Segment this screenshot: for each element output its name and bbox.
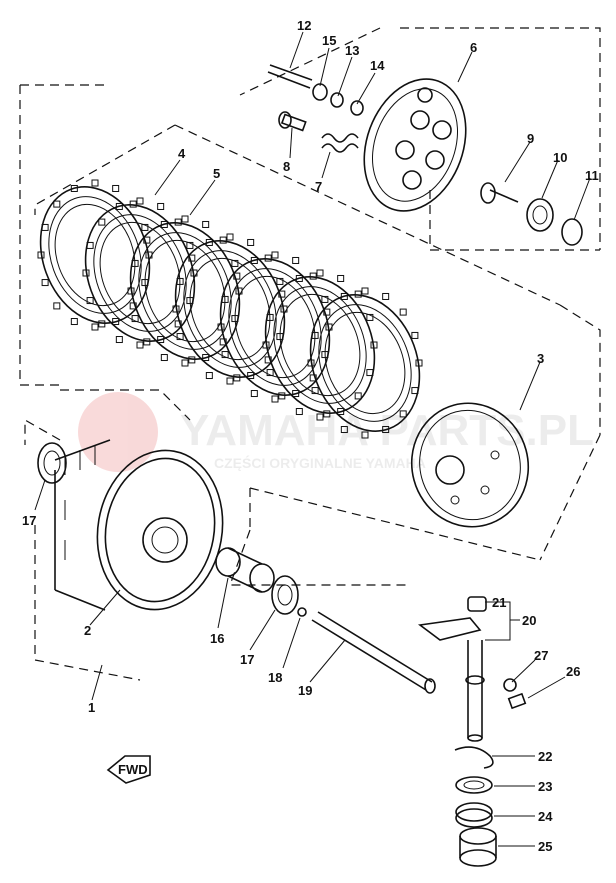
callout-22: 22 [538, 749, 552, 764]
spring-bolts-hardware [267, 64, 364, 153]
clutch-plate-stack [37, 179, 423, 439]
callout-9: 9 [527, 131, 534, 146]
friction-plate [307, 287, 423, 439]
bolt-washer [503, 678, 527, 710]
friction-plate [127, 215, 243, 367]
fwd-arrow: FWD [106, 755, 151, 784]
release-bearing-set [480, 182, 583, 246]
clutch-boss [410, 402, 530, 528]
watermark-main-text: YAMAHA PARTS.PL [180, 406, 594, 455]
push-rod [311, 611, 436, 694]
callout-1: 1 [88, 700, 95, 715]
thrust-washer-left [37, 442, 67, 484]
callout-26: 26 [566, 664, 580, 679]
callout-16: 16 [210, 631, 224, 646]
fwd-label: FWD [118, 762, 148, 777]
callout-19: 19 [298, 683, 312, 698]
callout-11: 11 [585, 168, 599, 183]
callout-17: 17 [240, 652, 254, 667]
callout-25: 25 [538, 839, 552, 854]
watermark-logo-icon [78, 392, 158, 472]
callout-4: 4 [178, 146, 186, 161]
callout-23: 23 [538, 779, 552, 794]
callout-6: 6 [470, 40, 477, 55]
clutch-plate [262, 269, 378, 421]
callout-17-left: 17 [22, 513, 36, 528]
callout-5: 5 [213, 166, 220, 181]
callout-15: 15 [322, 33, 336, 48]
callout-21: 21 [492, 595, 506, 610]
callout-14: 14 [370, 58, 385, 73]
callout-27: 27 [534, 648, 548, 663]
callout-20: 20 [522, 613, 536, 628]
leader-lines [34, 31, 591, 847]
callout-24: 24 [538, 809, 553, 824]
clutch-plate [172, 233, 288, 385]
spring-seal-bearing [454, 746, 497, 867]
push-lever-assembly [417, 596, 487, 742]
group-outlines [19, 27, 601, 681]
callout-12: 12 [297, 18, 311, 33]
callout-18: 18 [268, 670, 282, 685]
friction-plate [217, 251, 333, 403]
callout-13: 13 [345, 43, 359, 58]
collar-washer-ball [215, 547, 307, 617]
callout-7: 7 [315, 179, 322, 194]
pressure-plate [363, 78, 467, 212]
callout-10: 10 [553, 150, 567, 165]
callout-8: 8 [283, 159, 290, 174]
callout-2: 2 [84, 623, 91, 638]
callout-3: 3 [537, 351, 544, 366]
friction-plate [37, 179, 153, 331]
watermark-sub-text: CZĘŚCI ORYGINALNE YAMAHA [214, 454, 426, 471]
clutch-housing [54, 439, 224, 611]
callout-labels: 1 2 3 4 5 6 7 8 9 10 11 12 13 14 15 16 1… [22, 18, 599, 854]
